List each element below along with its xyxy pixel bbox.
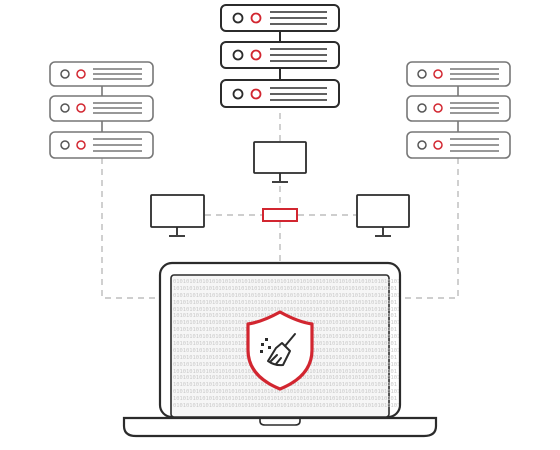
status-led-icon <box>417 140 427 150</box>
link-left-server-to-laptop <box>101 158 160 299</box>
binary-row: 0101010101010101010101010101010101010101… <box>173 306 399 313</box>
status-led-icon <box>60 140 70 150</box>
shield-broom-icon <box>246 310 314 391</box>
server-unit <box>220 4 340 32</box>
binary-row: 1010101010101010101010101010101010101010… <box>173 285 397 292</box>
server-unit <box>406 61 511 87</box>
binary-row: 0101010101010101010101010101010101010101… <box>173 292 399 299</box>
binary-row: 0101010101010101010101010101010101010101… <box>173 403 399 409</box>
server-stack-left <box>49 61 154 159</box>
monitor-icon <box>150 194 205 237</box>
status-led-icon <box>250 49 262 61</box>
monitor-icon <box>356 194 410 237</box>
sparkle-dots <box>260 338 271 353</box>
binary-row: 0101010101010101010101010101010101010101… <box>173 279 399 285</box>
status-led-icon <box>76 69 86 79</box>
server-stack-center <box>220 4 340 108</box>
status-led-icon <box>232 49 244 61</box>
status-led-icon <box>433 140 443 150</box>
monitor-icon <box>253 141 307 183</box>
status-led-icon <box>250 12 262 24</box>
server-unit <box>220 79 340 108</box>
binary-row: 1010101010101010101010101010101010101010… <box>173 396 397 403</box>
binary-row: 0101010101010101010101010101010101010101… <box>173 389 399 396</box>
status-led-icon <box>232 88 244 100</box>
status-led-icon <box>60 69 70 79</box>
status-led-icon <box>232 12 244 24</box>
network-switch-icon <box>262 208 298 222</box>
status-led-icon <box>76 103 86 113</box>
server-unit <box>406 131 511 159</box>
status-led-icon <box>250 88 262 100</box>
status-led-icon <box>417 103 427 113</box>
status-led-icon <box>433 103 443 113</box>
status-led-icon <box>76 140 86 150</box>
status-led-icon <box>417 69 427 79</box>
connection-lines <box>101 113 459 299</box>
status-led-icon <box>433 69 443 79</box>
link-right-server-to-laptop <box>400 158 459 299</box>
binary-row: 1010101010101010101010101010101010101010… <box>173 299 397 306</box>
status-led-icon <box>60 103 70 113</box>
server-stack-right <box>406 61 511 159</box>
server-unit <box>49 131 154 159</box>
